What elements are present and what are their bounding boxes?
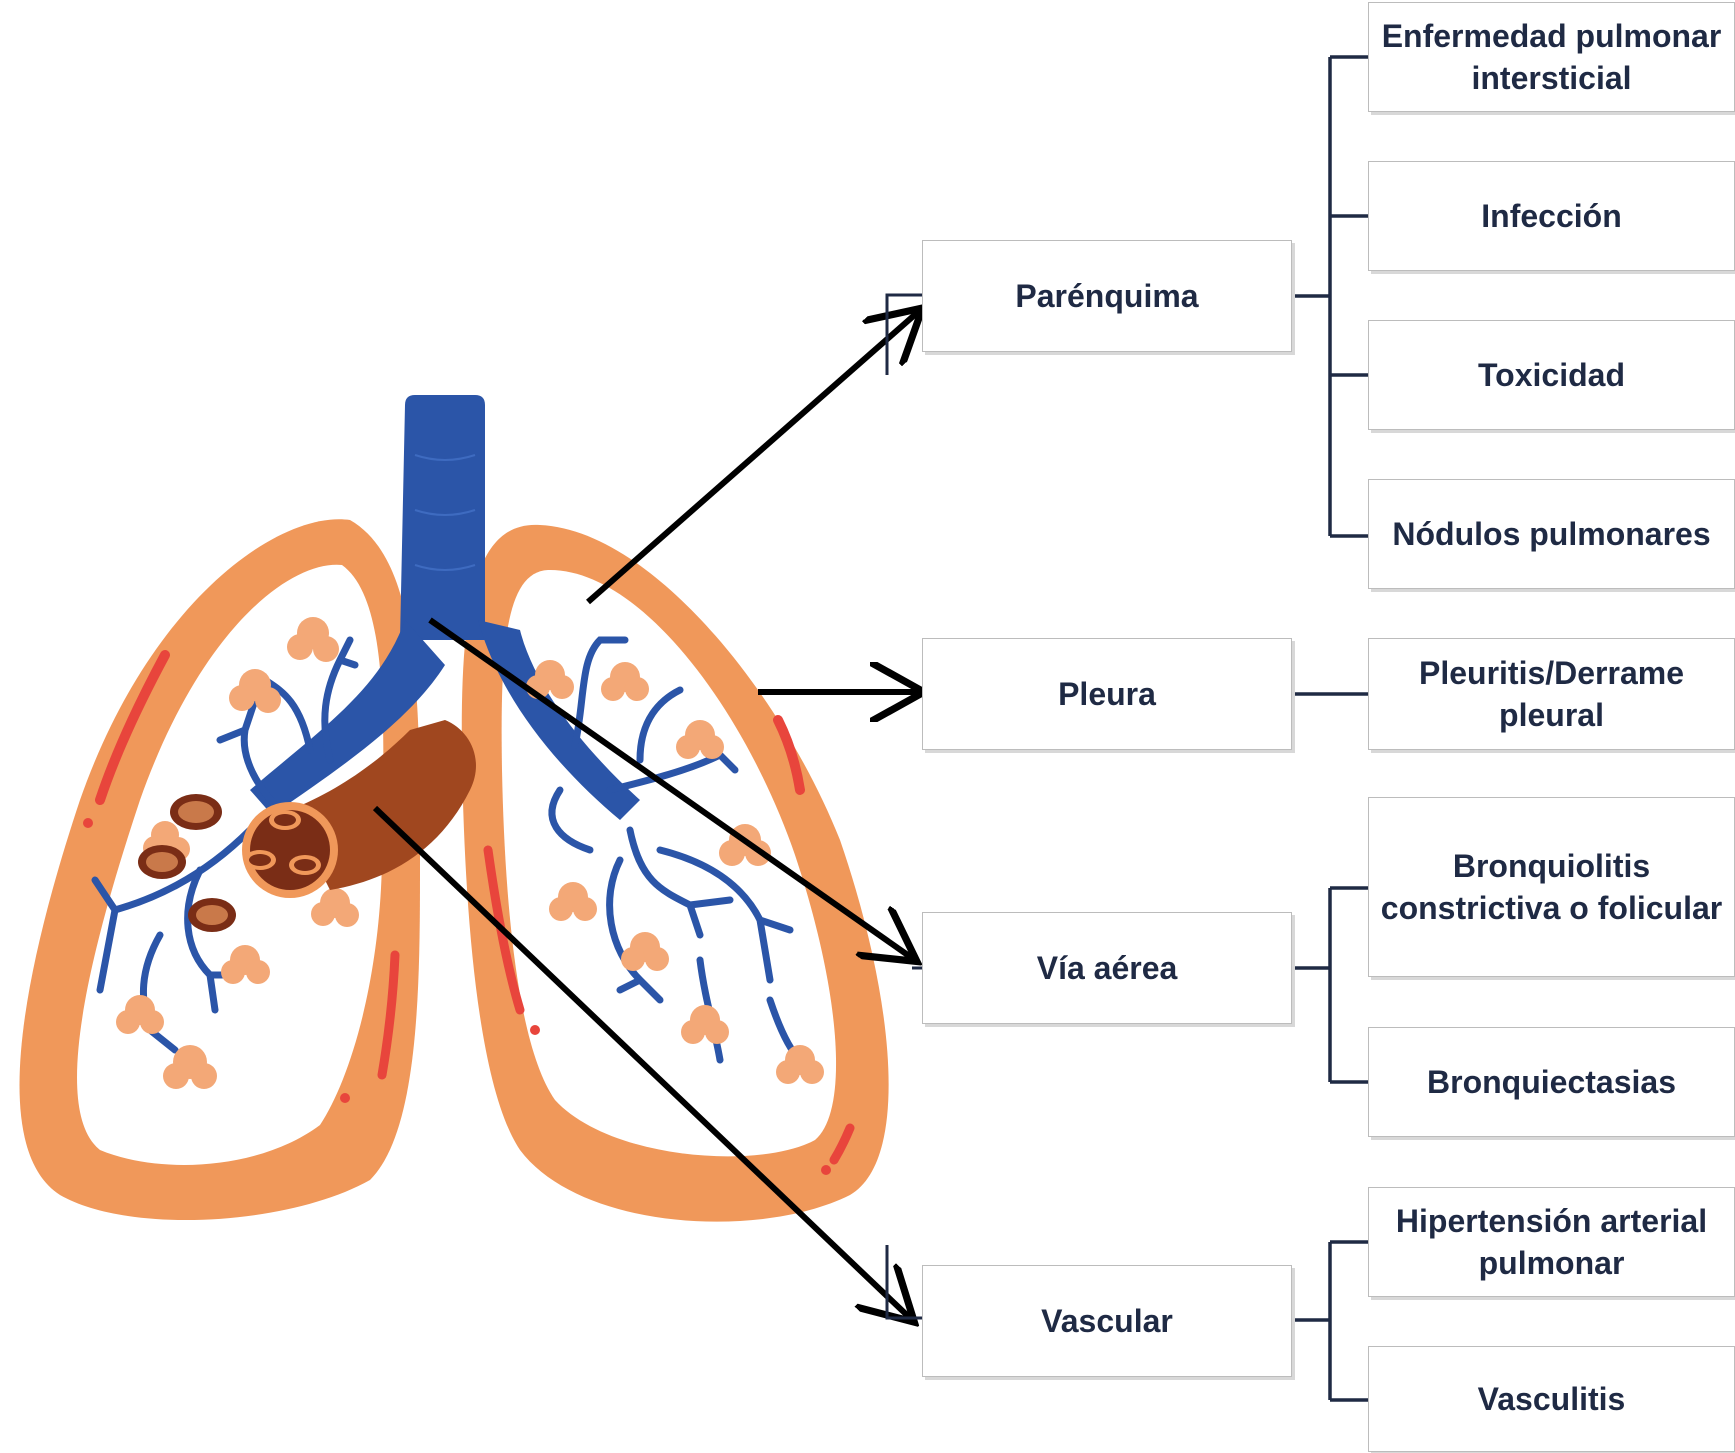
bronchioles xyxy=(91,636,804,1064)
arrow-to-airway xyxy=(428,617,912,958)
category-airway: Vía aérea xyxy=(922,912,1292,1024)
subtype-vasculitis: Vasculitis xyxy=(1368,1346,1735,1452)
vascular-bracket xyxy=(885,1245,922,1320)
subtype-pleuritis-label: Pleuritis/Derrame pleural xyxy=(1418,655,1684,733)
trachea xyxy=(250,395,640,820)
alveoli xyxy=(116,617,824,1089)
bronchus-cross-section xyxy=(138,720,476,932)
category-vascular: Vascular xyxy=(922,1265,1292,1377)
subtype-bronchiolitis-label: Bronquiolitis constrictiva o folicular xyxy=(1380,848,1723,926)
category-parenchyma-label: Parénquima xyxy=(1015,278,1199,314)
subtype-nodules: Nódulos pulmonares xyxy=(1368,479,1735,589)
subtype-vasculitis-label: Vasculitis xyxy=(1477,1381,1626,1417)
category-parenchyma: Parénquima xyxy=(922,240,1292,352)
subtype-pah: Hipertensión arterial pulmonar xyxy=(1368,1187,1735,1297)
arrow-to-vascular xyxy=(372,805,910,1318)
subtype-pleuritis: Pleuritis/Derrame pleural xyxy=(1368,638,1735,750)
subtype-nodules-label: Nódulos pulmonares xyxy=(1392,516,1711,552)
tree-connectors xyxy=(1293,55,1368,1402)
category-pleura-label: Pleura xyxy=(1058,676,1156,712)
category-pleura: Pleura xyxy=(922,638,1292,750)
subtype-bronchiolitis: Bronquiolitis constrictiva o folicular xyxy=(1368,797,1735,977)
subtype-pah-label: Hipertensión arterial pulmonar xyxy=(1395,1203,1708,1281)
subtype-bronchiectasis: Bronquiectasias xyxy=(1368,1027,1735,1137)
subtype-toxicity: Toxicidad xyxy=(1368,320,1735,430)
subtype-interstitial-label: Enfermedad pulmonar intersticial xyxy=(1381,18,1722,96)
arrow-to-parenchyma xyxy=(586,312,918,605)
parenchyma-bracket xyxy=(885,293,922,375)
subtype-infection-label: Infección xyxy=(1481,198,1622,234)
subtype-bronchiectasis-label: Bronquiectasias xyxy=(1427,1064,1676,1100)
category-vascular-label: Vascular xyxy=(1041,1303,1173,1339)
subtype-toxicity-label: Toxicidad xyxy=(1478,357,1625,393)
subtype-infection: Infección xyxy=(1368,161,1735,271)
category-airway-label: Vía aérea xyxy=(1036,950,1178,986)
subtype-interstitial: Enfermedad pulmonar intersticial xyxy=(1368,2,1735,112)
